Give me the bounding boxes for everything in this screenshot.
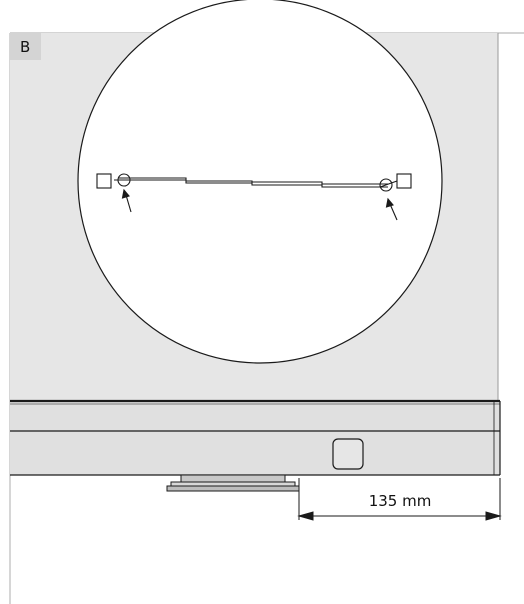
right-pointer-arrow (389, 203, 398, 221)
detail-strip (96, 173, 412, 192)
left-screw-square (96, 173, 112, 189)
mounting-clip (166, 474, 300, 492)
pointer-arrows (121, 188, 398, 221)
left-pointer-arrow (125, 194, 132, 213)
dimension-label: 135 mm (369, 492, 432, 510)
left-arrowhead-icon (121, 188, 130, 199)
dimension-annotation (297, 478, 502, 521)
plate-segments-top (186, 180, 388, 185)
mounting-rail (10, 399, 501, 476)
right-arrowhead-icon (385, 197, 394, 208)
dimension-right-arrowhead-icon (485, 511, 502, 521)
panel-label-tab (10, 33, 41, 60)
dimension-left-arrowhead-icon (297, 511, 314, 521)
right-strip-segment (379, 180, 398, 188)
rail-fixing-window (332, 438, 364, 470)
right-screw-square (396, 173, 412, 189)
plate-segments (118, 177, 388, 188)
panel-label: B (20, 38, 30, 56)
rail-body (10, 401, 500, 475)
